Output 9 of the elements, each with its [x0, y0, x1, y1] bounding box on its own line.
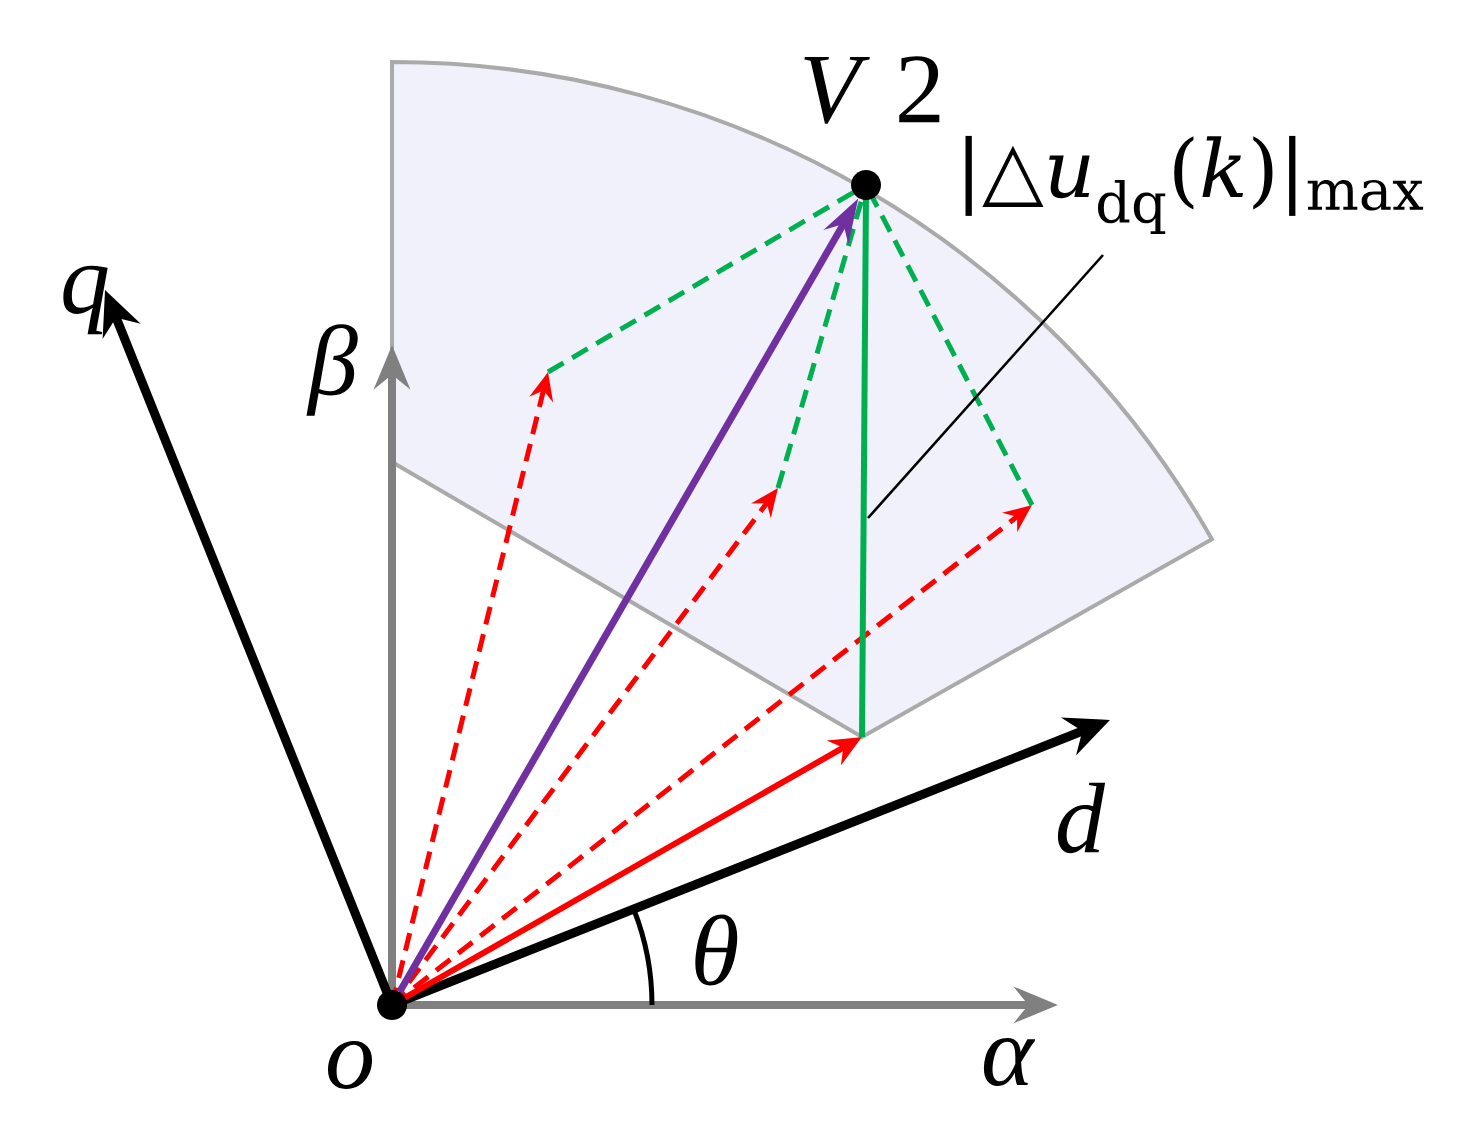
leader-line [867, 254, 1104, 519]
axis-label: α [983, 1037, 1036, 1087]
axis-label: d [1057, 782, 1106, 854]
point-label: o [328, 1040, 372, 1090]
axis-label: β [306, 324, 358, 416]
axis-label: θ [695, 914, 738, 986]
point-label: V 2 [804, 56, 940, 124]
formula-label: |△u$_{dq}$(k)|$_{max}$ [965, 135, 1424, 235]
axis-label: q [63, 265, 108, 335]
